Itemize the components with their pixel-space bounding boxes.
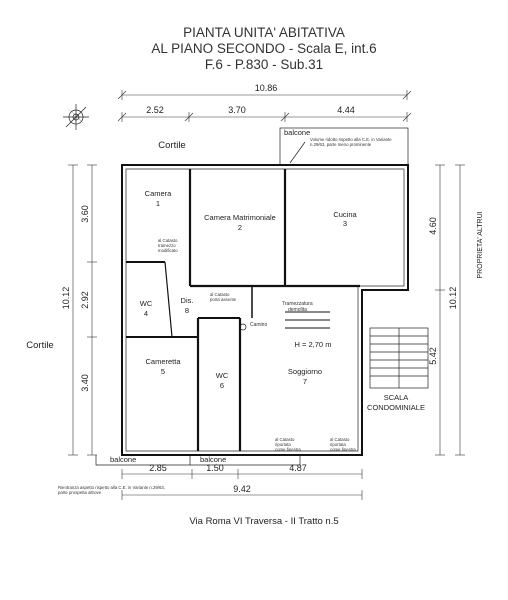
label-balcone-bottom-left: balcone [110, 455, 136, 464]
note-balcone-2: n.29/63, parte meno prominente [310, 142, 372, 147]
outer-walls [121, 164, 409, 456]
label-condominiale: CONDOMINIALE [367, 403, 425, 412]
dim-right-total: 10.12 [448, 287, 458, 310]
note-bottom-1: Rientranza aspetto rispetto alla C.E. in… [58, 485, 165, 490]
room-soggiorno-7: Soggiorno 7 H = 2,70 m [288, 340, 332, 386]
note-tramezzo-1: al Catasto [158, 238, 178, 243]
note-porta-finestra-2: riportata [330, 442, 346, 447]
room-soggiorno-label: Soggiorno [288, 367, 322, 376]
room-camera-label: Camera [145, 189, 173, 198]
camino-symbol: Camino [239, 322, 267, 331]
dim-top-seg3: 4.44 [337, 105, 355, 115]
room-cameretta-5: Cameretta 5 [145, 357, 181, 376]
bottom-balconies: balcone balcone [95, 455, 301, 466]
left-dimensions: 10.12 3.60 2.92 3.40 [61, 164, 97, 456]
label-scala: SCALA [384, 393, 409, 402]
note-porta-1: al Catasto [210, 292, 230, 297]
room-cucina-number: 3 [343, 219, 347, 228]
note-tramezzatura: Tramezzatura demolita [282, 301, 313, 313]
room-wc6-label: WC [216, 371, 229, 380]
label-camino: Camino [250, 322, 267, 328]
bottom-dimensions: 2.85 1.50 4.87 9.42 [121, 463, 363, 500]
note-porta-finestra-1: al Catasto [330, 437, 350, 442]
note-catasto-porta: al Catasto porta assente [210, 292, 237, 302]
dim-left-total: 10.12 [61, 287, 71, 310]
room-cameretta-label: Cameretta [145, 357, 181, 366]
room-wc6-number: 6 [220, 381, 224, 390]
note-porta-2: porta assente [210, 297, 237, 302]
dim-right-seg2: 5.42 [428, 347, 438, 365]
room-cameretta-number: 5 [161, 367, 165, 376]
label-cortile-left: Cortile [26, 340, 53, 351]
right-dimensions: 4.60 5.42 10.12 PROPRIETA' ALTRUI [428, 164, 484, 456]
room-wc-4: WC 4 [140, 299, 153, 318]
room-matrimoniale-2: Camera Matrimoniale 2 [204, 213, 276, 232]
label-balcone-bottom-mid: balcone [200, 455, 226, 464]
note-catasto-finestra: al Catasto riportata come finestra [275, 437, 301, 452]
label-proprieta-altrui: PROPRIETA' ALTRUI [477, 211, 484, 278]
title-line-1: PIANTA UNITA' ABITATIVA [183, 25, 345, 40]
note-finestra-3: come finestra [275, 447, 301, 452]
room-dis-8: Dis. 8 [181, 296, 194, 315]
interior-walls [126, 169, 360, 451]
scala-condominiale: SCALA CONDOMINIALE [367, 327, 429, 412]
dim-right-seg1: 4.60 [428, 217, 438, 235]
title-line-2: AL PIANO SECONDO - Scala E, int.6 [151, 41, 376, 56]
north-arrow-icon [63, 104, 89, 130]
note-porta-finestra-3: come finestra [330, 447, 356, 452]
note-tramezzatura-2: demolita [288, 307, 307, 313]
dim-left-seg2: 2.92 [80, 291, 90, 309]
room-matrimoniale-number: 2 [238, 223, 242, 232]
address-label: Via Roma VI Traversa - II Tratto n.5 [189, 516, 338, 527]
room-dis-label: Dis. [181, 296, 194, 305]
dim-bottom-seg3: 4.87 [289, 463, 307, 473]
room-cucina-label: Cucina [333, 210, 357, 219]
label-balcone-top: balcone [284, 128, 310, 137]
room-dis-number: 8 [185, 306, 189, 315]
dim-left-seg3: 3.40 [80, 374, 90, 392]
room-wc4-label: WC [140, 299, 153, 308]
top-dimensions: 10.86 2.52 3.70 4.44 [117, 83, 412, 122]
dim-bottom-total: 9.42 [233, 484, 251, 494]
note-bottom-2: parte prospetta altrove [58, 490, 102, 495]
note-finestra-2: riportata [275, 442, 291, 447]
title-line-3: F.6 - P.830 - Sub.31 [205, 57, 323, 72]
note-tramezzo-3: modificato [158, 248, 178, 253]
note-catasto-tramezzo: al Catasto tramezzo modificato [158, 238, 178, 253]
note-finestra-1: al Catasto [275, 437, 295, 442]
room-soggiorno-number: 7 [303, 377, 307, 386]
top-balcony: balcone Volume ridotto rispetto alla C.E… [279, 127, 409, 167]
dim-top-total: 10.86 [255, 83, 278, 93]
dim-left-seg1: 3.60 [80, 205, 90, 223]
dim-bottom-seg1: 2.85 [149, 463, 167, 473]
dim-bottom-seg2: 1.50 [206, 463, 224, 473]
room-camera-1: Camera 1 [145, 189, 173, 208]
note-catasto-porta-finestra: al Catasto riportata come finestra [330, 437, 356, 452]
label-height: H = 2,70 m [295, 340, 332, 349]
dim-top-seg2: 3.70 [228, 105, 246, 115]
room-wc-6: WC 6 [216, 371, 229, 390]
room-wc4-number: 4 [144, 309, 148, 318]
note-tramezzatura-1: Tramezzatura [282, 301, 313, 307]
room-cucina-3: Cucina 3 [333, 210, 357, 228]
room-camera-number: 1 [156, 199, 160, 208]
note-tramezzo-2: tramezzo [158, 243, 176, 248]
note-balcone-1: Volume ridotto rispetto alla C.E. in Var… [310, 137, 392, 142]
note-bottom: Rientranza aspetto rispetto alla C.E. in… [58, 485, 165, 495]
label-cortile-top: Cortile [158, 140, 185, 151]
room-matrimoniale-label: Camera Matrimoniale [204, 213, 276, 222]
dim-top-seg1: 2.52 [146, 105, 164, 115]
